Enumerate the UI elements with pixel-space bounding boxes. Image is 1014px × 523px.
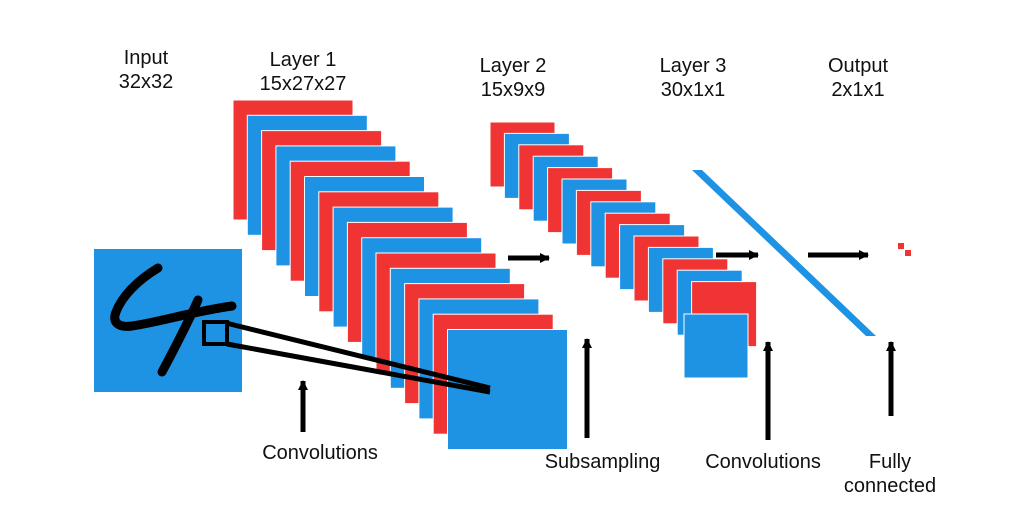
output-unit-2 [905, 250, 911, 256]
stage-name-input: Input [123, 47, 169, 69]
flow-arrows [298, 250, 896, 440]
fully-connected-line1: Fully [868, 451, 912, 473]
stage-name-layer1: Layer 1 [269, 49, 337, 71]
stage-dims-layer3: 30x1x1 [660, 79, 726, 101]
stage-name-output: Output [827, 55, 889, 77]
stage-name-layer3: Layer 3 [659, 55, 727, 77]
digit-stroke-vertical [157, 295, 203, 377]
output-unit-1 [898, 243, 904, 249]
receptive-field-window [202, 320, 229, 346]
stage-dims-input: 32x32 [118, 71, 174, 93]
fully-connected-line2: connected [843, 475, 937, 497]
output-units [898, 243, 911, 256]
operation-label-fully-connected: Fully connected [830, 450, 950, 498]
stage-label-layer1: Layer 1 15x27x27 [238, 48, 368, 96]
digit-stroke-horizontal [110, 263, 237, 331]
operation-label-convolutions-1: Convolutions [262, 442, 378, 464]
layer1-feature-maps [232, 99, 568, 450]
stage-label-input: Input 32x32 [96, 46, 196, 94]
receptive-field-projection [202, 320, 491, 395]
operation-label-convolutions-2: Convolutions [705, 451, 821, 473]
stage-name-layer2: Layer 2 [479, 55, 547, 77]
operation-label-subsampling: Subsampling [544, 451, 661, 473]
projection-line-bottom [226, 341, 491, 395]
projection-line-top [225, 320, 491, 391]
stage-label-layer2: Layer 2 15x9x9 [458, 54, 568, 102]
layer3-feature-maps [683, 170, 876, 379]
stage-dims-layer2: 15x9x9 [480, 79, 546, 101]
layer3-edge-band [692, 170, 876, 336]
stage-label-output: Output 2x1x1 [808, 54, 908, 102]
stage-dims-output: 2x1x1 [831, 79, 885, 101]
layer3-map-1 [683, 313, 749, 379]
stage-dims-layer1: 15x27x27 [259, 73, 347, 95]
stage-label-layer3: Layer 3 30x1x1 [638, 54, 748, 102]
